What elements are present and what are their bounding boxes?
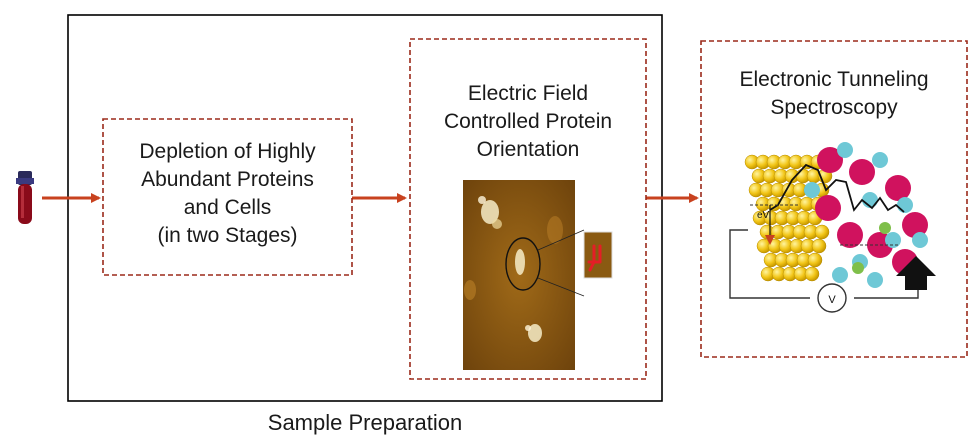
protein-blob: [837, 222, 863, 248]
sample-preparation-caption: Sample Preparation: [267, 410, 463, 435]
sample-preparation-frame: [67, 14, 663, 402]
step1-box: [102, 118, 353, 276]
circuit-wire: [729, 229, 919, 299]
protein-blob: [902, 212, 928, 238]
charged-residue: [852, 262, 864, 274]
step3-box: [700, 40, 968, 358]
step2-text: Electric Field Controlled Protein Orient…: [443, 82, 613, 161]
protein-blob: [849, 159, 875, 185]
ev-label: eV: [757, 210, 770, 221]
protein-subunit: [885, 232, 901, 248]
protein-subunit: [872, 152, 888, 168]
voltmeter-icon: [817, 283, 847, 313]
probe-tip-icon: [896, 256, 936, 290]
tunneling-illustration: V eV: [729, 142, 936, 313]
charged-residue: [879, 222, 891, 234]
protein-subunit: [804, 182, 820, 198]
gold-atom: [804, 266, 820, 282]
blood-tube-icon: [16, 171, 34, 224]
protein-subunit: [837, 142, 853, 158]
tunneling-barrier-curve: [769, 163, 905, 213]
protein-cluster: [804, 142, 928, 288]
step1-text: Depletion of Highly Abundant Proteins an…: [139, 140, 316, 247]
protein-subunit: [832, 267, 848, 283]
gold-atom: [807, 252, 823, 268]
highlight-ellipse: [505, 237, 541, 291]
afm-zoom-inset: [583, 231, 613, 279]
protein-blob: [817, 147, 843, 173]
protein-blob: [815, 195, 841, 221]
protein-subunit: [867, 272, 883, 288]
protein-subunit: [897, 197, 913, 213]
gold-atom: [811, 238, 827, 254]
protein-subunit: [912, 232, 928, 248]
protein-blob: [885, 175, 911, 201]
voltmeter-label: V: [828, 294, 836, 306]
afm-image: [463, 180, 585, 370]
step3-text: Electronic Tunneling Spectroscopy: [739, 68, 929, 119]
gold-atom: [814, 224, 830, 240]
